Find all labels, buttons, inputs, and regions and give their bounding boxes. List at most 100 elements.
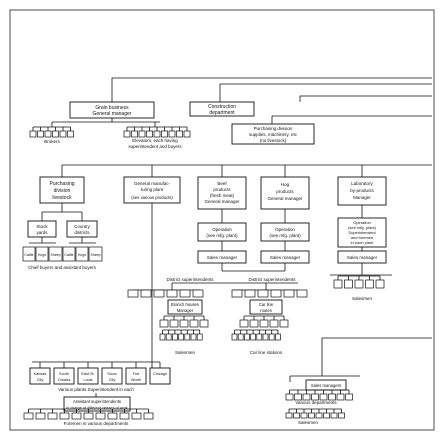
construction-line-2: department bbox=[209, 110, 235, 116]
district-box bbox=[184, 333, 191, 341]
elevators-caption-line-2: superintendent and buyers bbox=[128, 144, 182, 149]
district-box bbox=[179, 319, 189, 328]
district-box bbox=[189, 319, 199, 328]
district-box bbox=[192, 289, 204, 298]
country-sheep: Sheep bbox=[90, 253, 100, 257]
brokers-caption: Brokers bbox=[44, 139, 60, 144]
salesman-box bbox=[293, 412, 300, 419]
manufacturing-line-2: turing plant bbox=[141, 187, 164, 192]
assistant-supts-box: Assistant superintendents in charge of d… bbox=[63, 393, 131, 412]
foremen-boxes bbox=[23, 408, 154, 420]
elevator-boxes bbox=[123, 126, 191, 138]
district-supts-right: District superintendents bbox=[248, 277, 296, 282]
laboratory-box: Laboratory by-products Manager bbox=[337, 176, 387, 206]
elevators-caption-line-1: Elevators, each having bbox=[132, 138, 178, 143]
stock-hogs: Hogs bbox=[38, 253, 46, 257]
plant-label: South bbox=[59, 372, 69, 376]
salesmen-boxes bbox=[333, 275, 385, 289]
beef-operation-line-1: Operation bbox=[212, 227, 232, 232]
department-box bbox=[294, 393, 302, 401]
district-box bbox=[256, 333, 263, 341]
district-box bbox=[279, 319, 289, 328]
department-box bbox=[345, 393, 353, 401]
laboratory-line-1: Laboratory bbox=[351, 181, 373, 186]
department-box bbox=[302, 393, 311, 401]
hog-line-2: products bbox=[276, 189, 294, 194]
lab-operation-line-2: (see mfg. plant) bbox=[348, 225, 376, 230]
beef-products-box: Beef products (fresh meat) General manag… bbox=[197, 176, 247, 210]
beef-sales-manager-box: Sales manager bbox=[197, 250, 247, 264]
district-box bbox=[165, 333, 172, 341]
district-box bbox=[166, 289, 178, 298]
plant-box bbox=[29, 367, 51, 385]
elevator-box bbox=[176, 130, 183, 138]
hog-line-3: General manager bbox=[267, 196, 303, 201]
lab-operation-line-1: Operation bbox=[353, 220, 371, 225]
salesmen-caption: Salesmen bbox=[352, 296, 373, 301]
district-box bbox=[275, 333, 281, 341]
department-box bbox=[328, 393, 336, 401]
foreman-box bbox=[59, 412, 70, 420]
branch-houses-line-2: Manager bbox=[177, 308, 194, 313]
district-box bbox=[270, 289, 282, 298]
salesman-box bbox=[365, 279, 374, 289]
country-districts-box: Country districts bbox=[66, 220, 98, 238]
foreman-box bbox=[107, 412, 118, 420]
plant-label: City bbox=[109, 378, 116, 382]
plant-label: Sioux bbox=[107, 372, 117, 376]
salesman-box bbox=[338, 412, 345, 419]
branch-houses-line-1: Branch houses bbox=[171, 302, 199, 307]
stock-sheep: Sheep bbox=[50, 253, 60, 257]
lab-operation-box: Operation (see mfg. plant) Superintenden… bbox=[337, 217, 387, 248]
plant-box bbox=[149, 367, 171, 385]
department-box bbox=[319, 393, 328, 401]
lower-right-boxes bbox=[285, 389, 353, 419]
purchasing-supplies-line-1: Purchasing division bbox=[254, 126, 293, 131]
car-line-stations-caption: Car line stations bbox=[250, 350, 283, 355]
stock-cattle: Cattle bbox=[24, 253, 33, 257]
operation-sales-connectors bbox=[151, 203, 363, 290]
plant-box bbox=[101, 367, 123, 385]
purchasing-livestock-line-3: livestock bbox=[52, 195, 72, 201]
lower-right-salesmen-caption: Salesmen bbox=[298, 420, 319, 425]
market-connectors bbox=[29, 203, 96, 244]
hog-sales-manager-box: Sales manager bbox=[260, 250, 310, 264]
salesman-box bbox=[375, 279, 385, 289]
hog-operation-line-1: Operation bbox=[275, 227, 295, 232]
district-supts-left: District superintendents bbox=[166, 277, 214, 282]
district-box bbox=[153, 289, 165, 298]
plant-label: City bbox=[37, 378, 44, 382]
page-frame bbox=[9, 9, 435, 431]
plant-label: Kansas bbox=[34, 372, 47, 376]
chief-buyers-caption: Chief buyers and assistant buyers bbox=[28, 265, 97, 270]
district-box bbox=[249, 319, 259, 328]
district-box bbox=[259, 319, 269, 328]
country-hogs: Hogs bbox=[78, 253, 86, 257]
hog-operation-box: Operation (see mfg. plant) bbox=[260, 222, 310, 242]
grain-business-line-1: Grain business bbox=[95, 105, 129, 111]
assistant-supts-line-2: in charge of different classes of work bbox=[66, 406, 128, 410]
foreman-box bbox=[71, 412, 82, 420]
plants-caption: Various plants Superintendent in each bbox=[58, 387, 134, 392]
district-box bbox=[250, 333, 256, 341]
salesman-box bbox=[285, 412, 293, 419]
purchasing-supplies-box: Purchasing division supplies, machinery,… bbox=[231, 123, 315, 145]
salesman-box bbox=[300, 412, 308, 419]
lab-sales-manager-label: Sales manager bbox=[347, 255, 378, 260]
construction-box: Construction department bbox=[189, 101, 255, 117]
foreman-box bbox=[119, 412, 130, 420]
plant-label: Louis bbox=[83, 378, 92, 382]
lab-operation-line-5: in each plant bbox=[351, 240, 375, 245]
district-box bbox=[127, 289, 139, 298]
district-box bbox=[257, 289, 269, 298]
foreman-box bbox=[143, 412, 154, 420]
district-box bbox=[196, 333, 203, 341]
foremen-caption: Foremen in various departments bbox=[64, 421, 130, 426]
foreman-box bbox=[131, 412, 142, 420]
district-box bbox=[140, 289, 152, 298]
broker-box bbox=[67, 130, 74, 138]
district-box bbox=[283, 289, 295, 298]
lab-operation-line-3: Superintendent bbox=[348, 230, 376, 235]
district-box bbox=[244, 289, 256, 298]
